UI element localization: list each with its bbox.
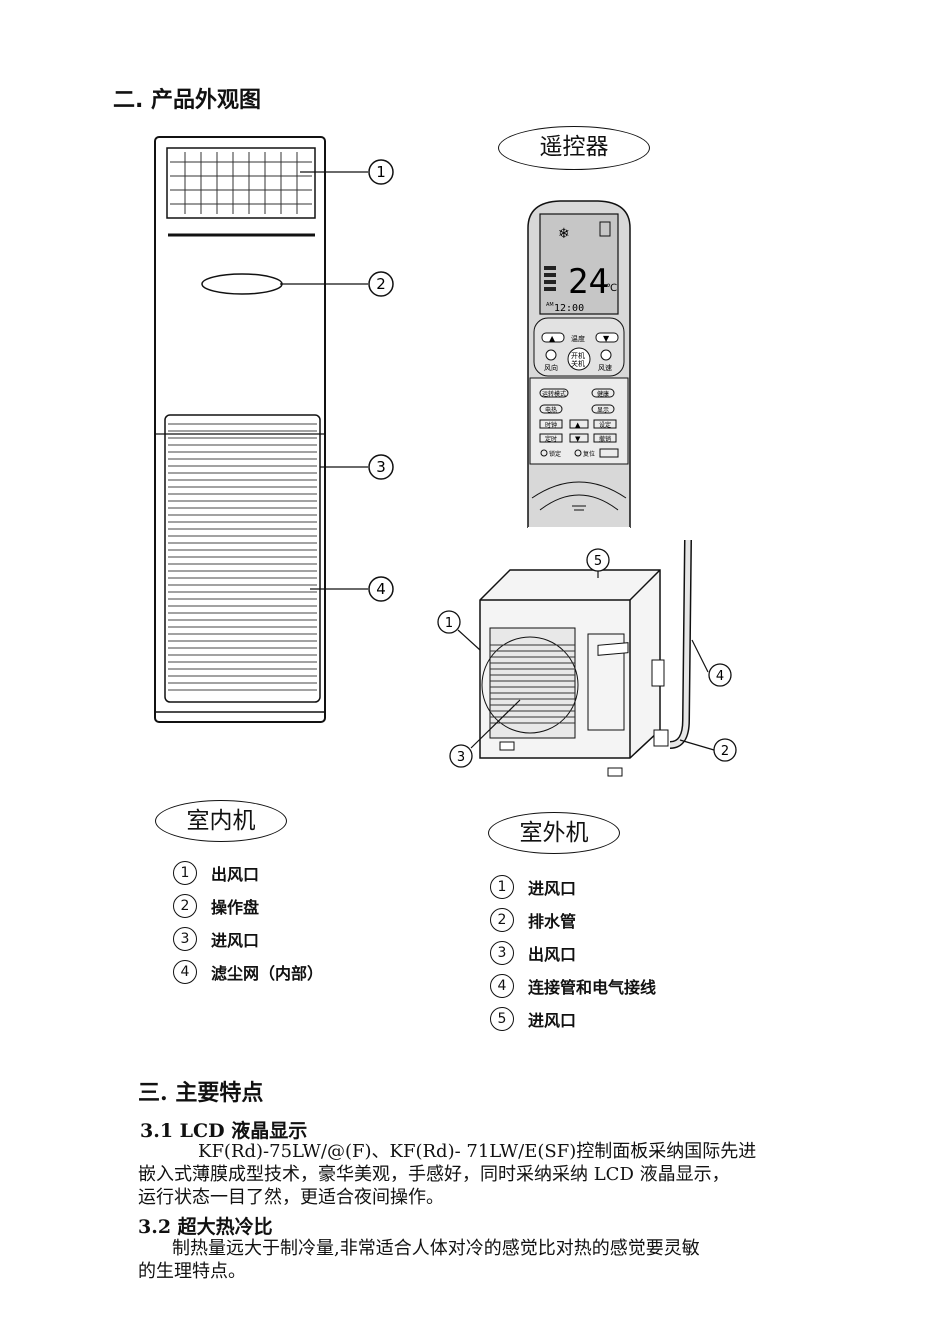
section3-title: 三. 主要特点 bbox=[138, 1080, 264, 1106]
svg-text:▲: ▲ bbox=[575, 421, 581, 429]
svg-text:关机: 关机 bbox=[571, 359, 585, 368]
indoor-unit-illustration: 1 2 3 4 bbox=[154, 136, 394, 723]
health-button-label: 健康 bbox=[597, 390, 609, 398]
section2-title: 二. 产品外观图 bbox=[113, 88, 262, 113]
mode-button-label: 运转模式 bbox=[542, 390, 566, 398]
body-line: 制热量远大于制冷量,非常适合人体对冷的感觉比对热的感觉要灵敏 bbox=[172, 1238, 700, 1259]
heat-button-label: 电热 bbox=[545, 406, 557, 414]
outdoor-callout-1: 1 bbox=[445, 616, 453, 631]
indoor-callout-4: 4 bbox=[376, 580, 386, 598]
outdoor-callout-2: 2 bbox=[721, 744, 729, 759]
indoor-callout-1: 1 bbox=[376, 163, 386, 181]
lock-button-label: 锁定 bbox=[549, 450, 561, 458]
subsection-3-1-body: KF(Rd)-75LW/@(F)、KF(Rd)- 71LW/E(SF)控制面板采… bbox=[138, 1140, 858, 1209]
svg-text:▼: ▼ bbox=[603, 334, 610, 343]
subsection-3-2-body: 制热量远大于制冷量,非常适合人体对冷的感觉比对热的感觉要灵敏 的生理特点。 bbox=[138, 1237, 858, 1283]
remote-label: 遥控器 bbox=[498, 126, 650, 170]
svg-text:▼: ▼ bbox=[575, 435, 581, 443]
subsection-3-1-title: 3.1 LCD 液晶显示 bbox=[140, 1120, 308, 1142]
indoor-callout-2: 2 bbox=[376, 275, 386, 293]
outdoor-callout-3: 3 bbox=[457, 750, 465, 765]
snowflake-icon: ❄ bbox=[558, 226, 570, 242]
indoor-callout-3: 3 bbox=[376, 458, 386, 476]
remote-control-illustration: ❄ 24 ℃ AM 12:00 ▲ ▼ 温度 开机 关机 风向 风速 运转模式 健… bbox=[527, 200, 631, 529]
cancel-button-label: 撤销 bbox=[599, 435, 611, 443]
body-line: 嵌入式薄膜成型技术，豪华美观，手感好，同时采纳采纳 LCD 液晶显示， bbox=[138, 1164, 730, 1185]
body-line: 的生理特点。 bbox=[138, 1261, 246, 1282]
speed-button-label: 风速 bbox=[598, 364, 612, 372]
outdoor-callout-5: 5 bbox=[594, 554, 602, 569]
body-line: KF(Rd)-75LW/@(F)、KF(Rd)- 71LW/E(SF)控制面板采… bbox=[198, 1141, 757, 1162]
timer-button-label: 定时 bbox=[545, 435, 557, 443]
outdoor-callout-4: 4 bbox=[716, 669, 724, 684]
display-button-label: 显示 bbox=[597, 407, 609, 414]
display-am: AM bbox=[546, 302, 554, 308]
display-time: 12:00 bbox=[554, 303, 584, 314]
display-temperature: 24 bbox=[568, 262, 609, 302]
svg-text:▲: ▲ bbox=[549, 334, 556, 343]
display-unit: ℃ bbox=[606, 283, 617, 294]
outdoor-unit-illustration: 5 1 3 4 2 bbox=[437, 539, 737, 777]
body-line: 运行状态一目了然，更适合夜间操作。 bbox=[138, 1187, 444, 1208]
outdoor-label: 室外机 bbox=[488, 812, 620, 854]
clock-button-label: 时钟 bbox=[545, 421, 557, 429]
subsection-3-2-title: 3.2 超大热冷比 bbox=[138, 1216, 273, 1238]
set-button-label: 设定 bbox=[599, 421, 611, 429]
dir-button-label: 风向 bbox=[544, 363, 558, 372]
reset-button-label: 复位 bbox=[583, 450, 595, 458]
indoor-label: 室内机 bbox=[155, 800, 287, 842]
temp-button-label: 温度 bbox=[571, 334, 585, 343]
svg-text:开机: 开机 bbox=[571, 351, 585, 360]
